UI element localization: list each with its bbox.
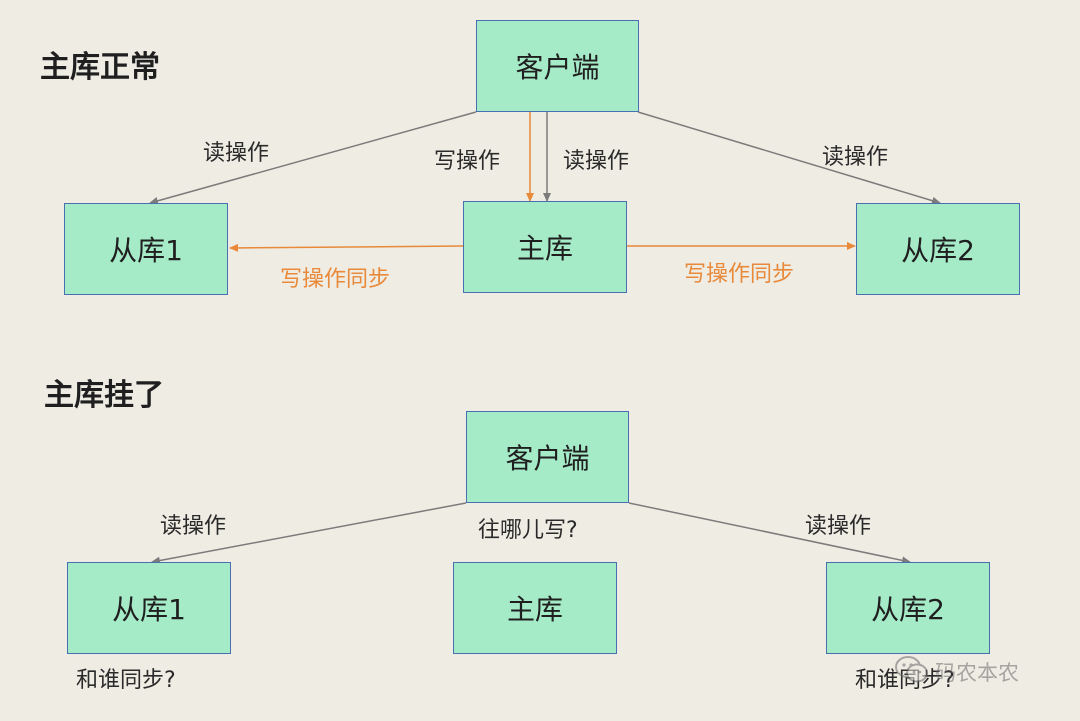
bottom-slave1-box: 从库1 [67, 562, 231, 654]
bottom-master-box: 主库 [453, 562, 617, 654]
top-label-sync-right: 写操作同步 [684, 262, 795, 287]
watermark: 码农本农 [895, 656, 1019, 688]
top-label-read-left: 读操作 [203, 141, 270, 166]
bottom-label-read-left: 读操作 [160, 514, 227, 539]
bottom-section-title: 主库挂了 [44, 378, 164, 413]
bottom-slave2-box: 从库2 [826, 562, 990, 654]
bottom-arrow-client-to-slave2 [628, 502, 911, 565]
top-label-read-center: 读操作 [563, 149, 630, 174]
top-label-sync-left: 写操作同步 [280, 267, 391, 292]
bottom-label-where-write: 往哪儿写? [478, 518, 578, 543]
wechat-icon [895, 656, 929, 688]
bottom-label-read-right: 读操作 [805, 514, 872, 539]
top-arrow-client-to-slave1 [149, 111, 477, 205]
top-label-write: 写操作 [434, 149, 501, 174]
top-section-title: 主库正常 [40, 50, 160, 85]
top-slave2-box: 从库2 [856, 203, 1020, 295]
bottom-client-box: 客户端 [466, 411, 629, 503]
top-arrow-client-to-slave2 [637, 111, 941, 205]
top-client-box: 客户端 [476, 20, 639, 112]
top-master-box: 主库 [463, 201, 627, 293]
top-slave1-box: 从库1 [64, 203, 228, 295]
bottom-label-sync-who-left: 和谁同步? [76, 668, 176, 693]
bottom-arrow-client-to-slave1 [151, 502, 467, 565]
top-arrow-master-to-slave1-sync [229, 243, 464, 252]
top-label-read-right: 读操作 [822, 145, 889, 170]
watermark-text: 码农本农 [935, 661, 1019, 685]
bottom-label-sync-who-right: 和谁同步? [855, 668, 955, 693]
